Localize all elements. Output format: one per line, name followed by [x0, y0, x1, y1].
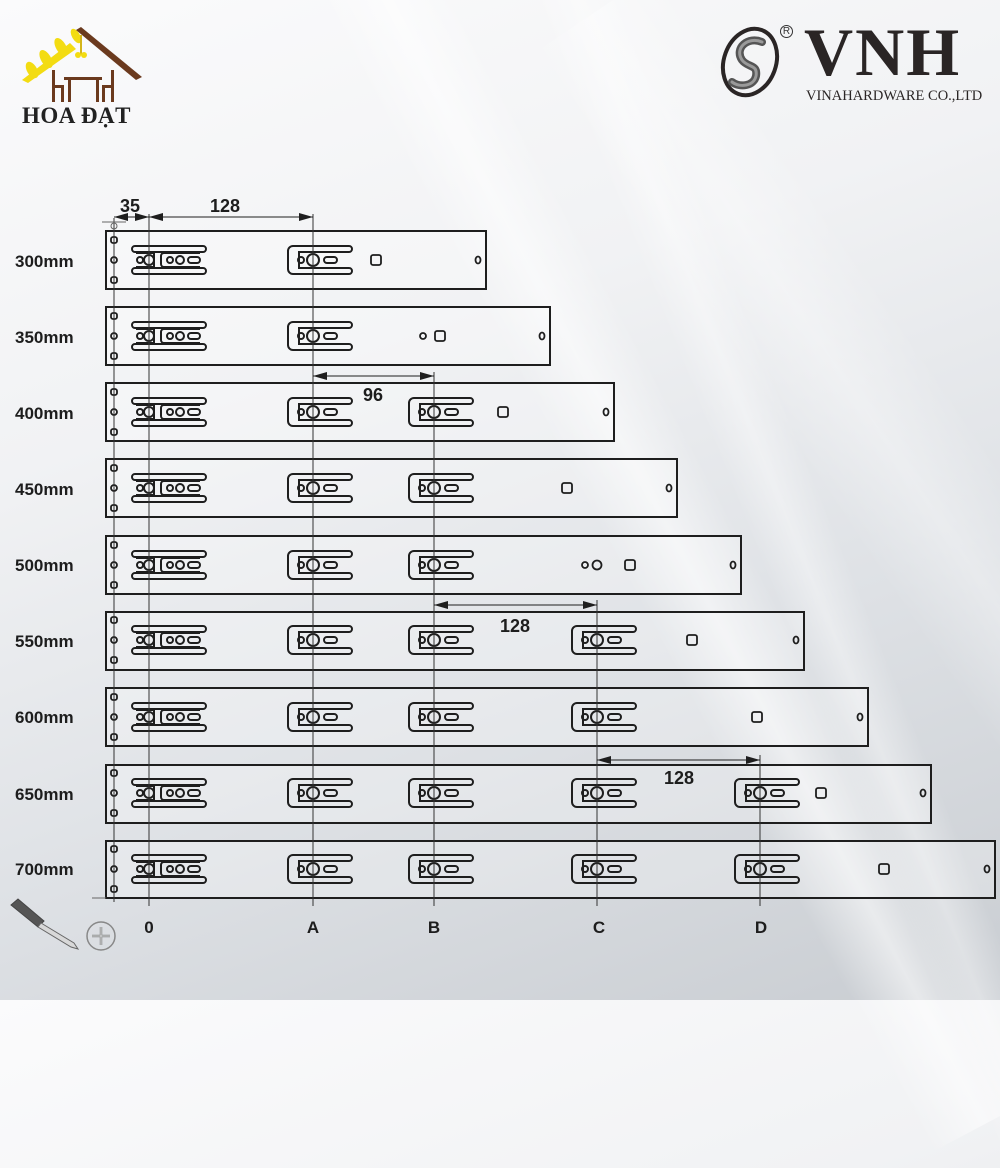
vnh-logo: R VNH VINAHARDWARE CO.,LTD [718, 18, 988, 112]
vnh-emblem-icon [720, 26, 780, 98]
dimension-128-c-to-d: 128 [664, 768, 695, 788]
rail-size-label: 350mm [15, 328, 74, 347]
rail-size-label: 650mm [15, 785, 74, 804]
rail-300mm [105, 230, 487, 290]
origin-marker [92, 221, 126, 899]
screwdriver-icon [10, 898, 80, 950]
rail-350mm [105, 306, 551, 366]
rail-650mm [105, 764, 932, 824]
dimension-96-a-to-b: 96 [363, 385, 384, 405]
axis-label-0: 0 [144, 918, 154, 937]
guide-lines [113, 214, 761, 906]
rail-550mm [105, 611, 805, 671]
rail-size-label: 550mm [15, 632, 74, 651]
phillips-screw-icon [86, 921, 116, 951]
tool-icons [8, 895, 123, 955]
rail-size-label: 450mm [15, 480, 74, 499]
brand-name-left: HOA ĐẠT [22, 103, 131, 128]
axis-label-d: D [754, 918, 768, 937]
rail-size-label: 500mm [15, 556, 74, 575]
rail-size-label: 700mm [15, 860, 74, 879]
dimension-35: 35 [120, 196, 141, 216]
brand-name-right: VNH [804, 14, 962, 90]
dimension-arrows [114, 213, 760, 764]
dimension-128-0-to-a: 128 [210, 196, 241, 216]
house-furniture-icon [22, 27, 142, 102]
axis-label-c: C [592, 918, 606, 937]
registered-mark: R [780, 25, 793, 38]
rail-450mm [105, 458, 678, 518]
rail-700mm [105, 840, 996, 899]
company-subtitle: VINAHARDWARE CO.,LTD [806, 88, 983, 104]
axis-label-a: A [306, 918, 320, 937]
rail-size-label: 600mm [15, 708, 74, 727]
rail-500mm [105, 535, 742, 595]
dimension-128-b-to-c: 128 [500, 616, 531, 636]
rail-size-label: 300mm [15, 252, 74, 271]
hoa-dat-logo: HOA ĐẠT [18, 25, 148, 135]
axis-label-b: B [427, 918, 441, 937]
rail-600mm [105, 687, 869, 747]
drawer-slide-diagram [92, 213, 996, 906]
rail-400mm [105, 382, 615, 442]
rail-size-label: 400mm [15, 404, 74, 423]
